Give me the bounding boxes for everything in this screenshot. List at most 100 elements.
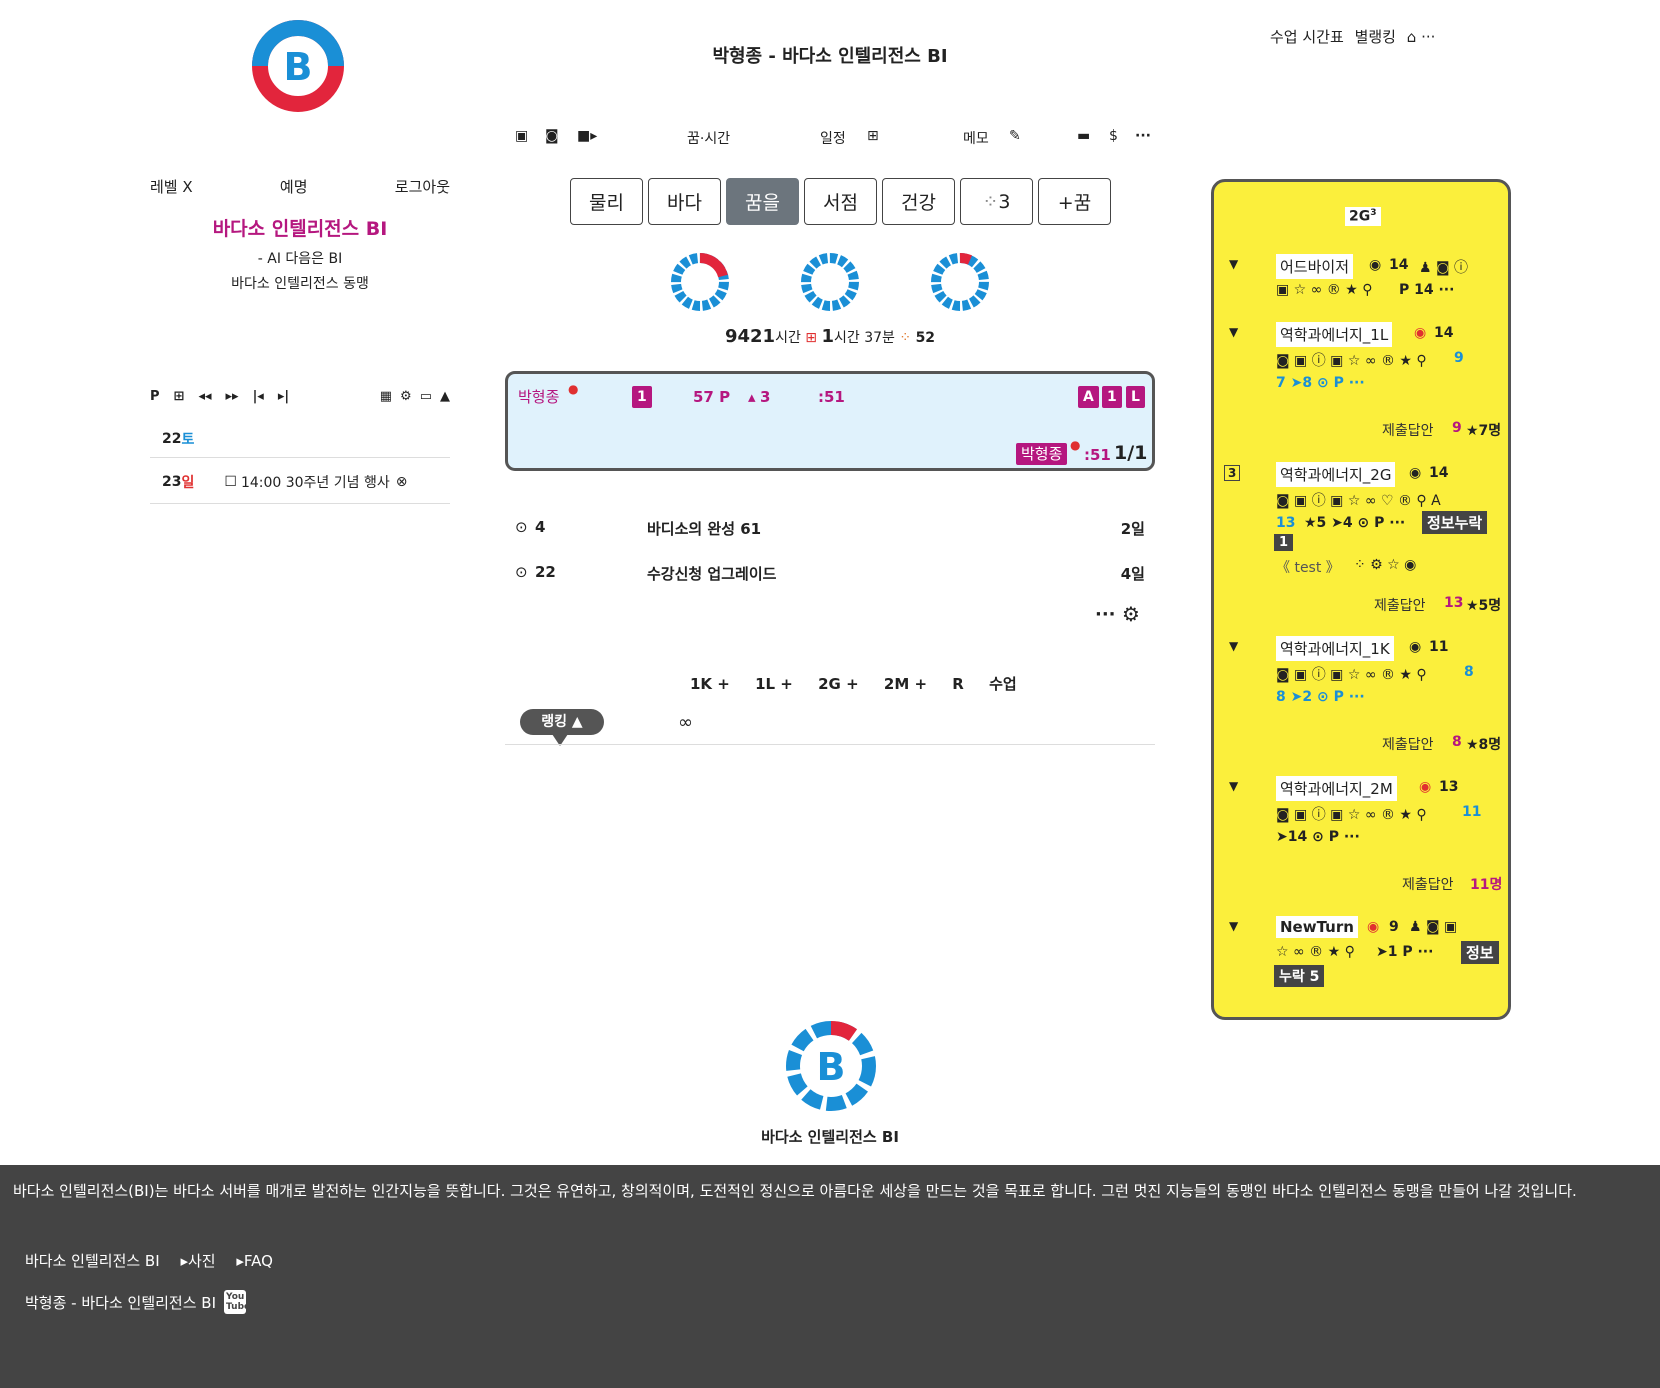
progress-ring[interactable] [930, 252, 990, 312]
caret-down-icon[interactable]: ▼ [1229, 919, 1239, 933]
p-button[interactable]: P [150, 389, 160, 404]
submitted-count: 11명 [1470, 877, 1503, 893]
gear-icon[interactable]: ⚙ [1122, 602, 1140, 626]
badge-1[interactable]: 1 [1102, 386, 1122, 408]
submitted-label[interactable]: 제출답안 [1382, 737, 1434, 753]
badge-l[interactable]: L [1126, 386, 1145, 408]
youtube-icon[interactable]: You Tube [224, 1290, 251, 1314]
class-item-title[interactable]: 역학과에너지_1L [1276, 322, 1393, 347]
window-icon[interactable]: ▭ [419, 389, 432, 404]
skip-back-icon[interactable]: |◂ [252, 389, 264, 404]
class-item-title[interactable]: NewTurn [1276, 916, 1358, 938]
footer-link-faq[interactable]: ▸FAQ [236, 1252, 273, 1270]
calendar-event[interactable]: 14:00 30주년 기념 행사 [240, 474, 390, 491]
icons-row: ⁘ ⚙ ☆ ◉ [1354, 557, 1417, 573]
tab-add-dream[interactable]: +꿈 [1038, 178, 1111, 225]
close-icon[interactable]: ⊗ [395, 473, 408, 490]
logout-link[interactable]: 로그아웃 [394, 178, 450, 196]
missing-info-badge[interactable]: 정보 [1461, 941, 1499, 964]
class-item-meta: P 14 ··· [1399, 282, 1455, 298]
class-item-number[interactable]: 3 [1224, 465, 1241, 481]
fast-forward-icon[interactable]: ▸▸ [225, 389, 239, 404]
class-link-1k[interactable]: 1K + [690, 675, 730, 693]
submitted-label[interactable]: 제출답안 [1382, 423, 1434, 439]
badge-a[interactable]: A [1078, 386, 1099, 408]
submitted-label[interactable]: 제출답안 [1402, 877, 1454, 893]
caret-down-icon[interactable]: ▼ [1229, 639, 1239, 653]
more-icon[interactable]: ··· [1421, 28, 1436, 46]
more-icon[interactable]: ··· [1095, 604, 1116, 625]
submitted-label[interactable]: 제출답안 [1374, 598, 1426, 614]
caret-down-icon[interactable]: ▼ [1229, 325, 1239, 339]
profile-name-badge[interactable]: 박형종 [1016, 443, 1068, 465]
tab-bookstore[interactable]: 서점 [804, 178, 877, 225]
eye-icon: ◉ [1419, 779, 1432, 795]
infinity-icon[interactable]: ∞ [678, 712, 693, 733]
profile-card[interactable]: 박형종 ● 1 57 P ▴ 3 :51 A 1 L 박형종 ● :51 1/1 [505, 371, 1155, 471]
add-time-icon[interactable]: ⊞ [805, 330, 818, 346]
class-link-2g[interactable]: 2G + [818, 675, 859, 693]
class-link-r[interactable]: R [952, 675, 964, 693]
add-schedule-icon[interactable]: ⊞ [867, 128, 879, 144]
test-label[interactable]: 《 test 》 [1276, 560, 1340, 576]
home-icon[interactable]: ⌂ [1406, 28, 1417, 46]
progress-ring[interactable] [670, 252, 730, 312]
gear-icon[interactable]: ⚙ [400, 389, 412, 404]
profile-badge[interactable]: 1 [632, 386, 652, 408]
footer-credit-text[interactable]: 박형종 - 바다소 인텔리전스 BI [25, 1293, 217, 1312]
tab-dream[interactable]: 꿈을 [726, 178, 799, 225]
contact-icon[interactable]: ▣ [515, 128, 529, 144]
class-item-title[interactable]: 역학과에너지_2G [1276, 462, 1396, 487]
caret-down-icon[interactable]: ▼ [1229, 257, 1239, 271]
footer-logo[interactable]: B [785, 1020, 877, 1112]
class-item-title[interactable]: 역학과에너지_1K [1276, 636, 1394, 661]
dollar-link[interactable]: $ [1109, 128, 1118, 144]
task-title[interactable]: 바디소의 완성 61 [647, 520, 762, 538]
calendar-icon[interactable]: ▦ [379, 389, 393, 404]
class-link-1l[interactable]: 1L + [755, 675, 793, 693]
skip-forward-icon[interactable]: ▸| [277, 389, 290, 404]
schedule-link[interactable]: 일정 [820, 131, 846, 147]
camera-icon[interactable]: ◙ [545, 128, 559, 144]
level-link[interactable]: 레벨 X [150, 178, 193, 196]
class-link-2m[interactable]: 2M + [883, 675, 928, 693]
tab-sea[interactable]: 바다 [648, 178, 721, 225]
more-icon[interactable]: ··· [1135, 128, 1151, 144]
progress-ring[interactable] [800, 252, 860, 312]
footer: 바다소 인텔리전스(BI)는 바다소 서버를 매개로 발전하는 인간지능을 뜻합… [0, 1165, 1660, 1388]
missing-info-badge[interactable]: 정보누락 [1422, 511, 1488, 534]
caret-down-icon[interactable]: ▼ [1229, 779, 1239, 793]
tab-bar: 물리 바다 꿈을 서점 건강 ⁘3 +꿈 [570, 178, 1111, 225]
footer-link-brand[interactable]: 바다소 인텔리전스 BI [25, 1252, 160, 1270]
folder-icon[interactable]: ▬ [1077, 128, 1091, 144]
profile-points: 57 P [693, 388, 731, 406]
video-icon[interactable]: ■▸ [577, 128, 598, 144]
footer-credit: 박형종 - 바다소 인텔리전스 BI You Tube [25, 1290, 251, 1314]
class-item-title[interactable]: 어드바이저 [1276, 254, 1354, 279]
tab-spinner[interactable]: ⁘3 [960, 178, 1033, 225]
rewind-icon[interactable]: ◂◂ [198, 389, 212, 404]
class-link-class[interactable]: 수업 [989, 675, 1017, 693]
site-logo[interactable]: B [252, 20, 344, 112]
tab-physics[interactable]: 물리 [570, 178, 643, 225]
collapse-icon[interactable]: ▲ [440, 389, 450, 404]
alias-link[interactable]: 예명 [279, 178, 308, 196]
class-item-meta: ➤14 ⊙ P ··· [1276, 829, 1360, 845]
task-title[interactable]: 수강신청 업그레이드 [647, 565, 777, 583]
submitted-count: 8 [1452, 734, 1462, 750]
panel-title[interactable]: 2G3 [1345, 207, 1381, 226]
checkbox-icon[interactable]: ☐ [224, 473, 237, 490]
class-item-title[interactable]: 역학과에너지_2M [1276, 776, 1397, 801]
add-icon[interactable]: ⊞ [173, 389, 185, 404]
star-ranking-link[interactable]: 별랭킹 [1354, 28, 1396, 46]
dream-time-link[interactable]: 꿈·시간 [687, 131, 731, 147]
pencil-icon[interactable]: ✎ [1009, 128, 1021, 144]
schedule-link[interactable]: 수업 시간표 [1270, 28, 1344, 46]
memo-link[interactable]: 메모 [963, 131, 989, 147]
footer-link-photos[interactable]: ▸사진 [180, 1252, 216, 1270]
brand-name[interactable]: 바다소 인텔리전스 BI [212, 218, 388, 240]
profile-name[interactable]: 박형종 [518, 388, 560, 406]
tab-health[interactable]: 건강 [882, 178, 955, 225]
ranking-button[interactable]: 랭킹 ▲ [520, 709, 604, 735]
class-links: 1K + 1L + 2G + 2M + R 수업 [690, 673, 1037, 694]
